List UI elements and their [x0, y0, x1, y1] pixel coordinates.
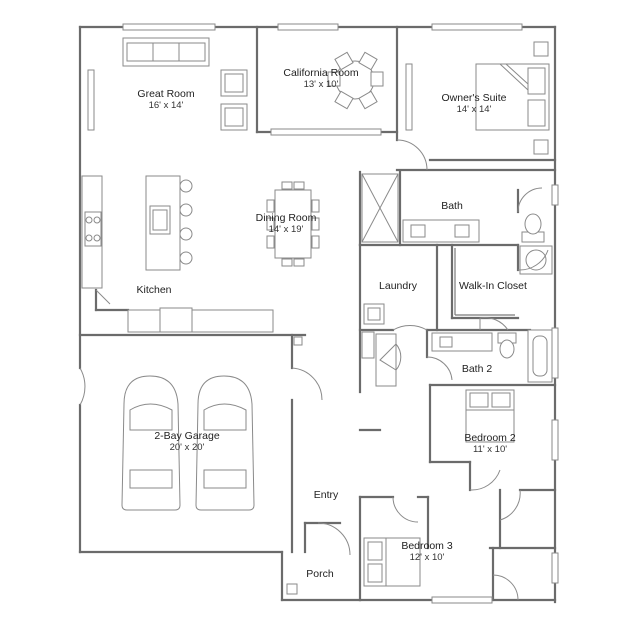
room-name: Great Room: [137, 88, 194, 100]
door-icon: [95, 289, 111, 305]
armchair-icon: [220, 69, 248, 131]
room-bath2-label: Bath 2: [462, 363, 493, 375]
room-name: California Room: [283, 67, 359, 79]
dining-table-icon: [327, 51, 384, 110]
nightstand-icon: [533, 41, 549, 57]
room-bath-label: Bath: [441, 200, 463, 212]
room-great-room: Great Room 16' x 14': [137, 88, 194, 111]
door-icon: [79, 367, 86, 406]
room-size: 20' x 20': [170, 442, 205, 453]
sofa-icon: [122, 37, 210, 67]
room-kitchen-label: Kitchen: [136, 284, 171, 296]
door-icon: [392, 324, 428, 331]
door-icon: [492, 574, 519, 601]
porch-post-icon: [286, 583, 298, 595]
room-size: 16' x 14': [149, 100, 184, 111]
room-name: Bedroom 2: [464, 432, 516, 444]
room-bedroom-3: Bedroom 3 12' x 10': [401, 540, 453, 563]
kitchen-island: [145, 175, 193, 271]
door-icon: [517, 249, 549, 271]
room-size: 14' x 19': [269, 224, 304, 235]
room-size: 14' x 14': [457, 104, 492, 115]
room-size: 11' x 10': [473, 444, 507, 455]
cabinet-icon: [361, 331, 397, 387]
door-icon: [392, 496, 419, 523]
room-california-room: California Room 13' x 10': [283, 67, 359, 90]
door-icon: [396, 139, 428, 171]
room-name: 2-Bay Garage: [154, 430, 220, 442]
room-size: 13' x 10': [304, 79, 339, 90]
room-entry-label: Entry: [314, 489, 339, 501]
washer-icon: [363, 303, 385, 325]
room-owners-suite: Owner's Suite 14' x 14': [441, 92, 506, 115]
room-dining-room: Dining Room 14' x 19': [256, 212, 317, 235]
car-icon: [195, 375, 255, 511]
room-name: Owner's Suite: [441, 92, 506, 104]
door-icon: [517, 187, 543, 213]
kitchen-counter: [81, 175, 274, 333]
bed-icon: [363, 537, 421, 587]
vanity-icon: [431, 332, 493, 352]
car-icon: [121, 375, 181, 511]
bathtub-icon: [527, 329, 553, 383]
door-icon: [317, 522, 351, 556]
nightstand-icon: [533, 139, 549, 155]
room-size: 12' x 10': [410, 552, 445, 563]
door-icon: [499, 489, 521, 521]
windows: [87, 23, 559, 604]
room-bedroom-2: Bedroom 2 11' x 10': [464, 432, 516, 455]
door-icon: [291, 367, 323, 401]
vanity-icon: [402, 219, 480, 243]
shower-icon: [361, 173, 399, 243]
door-icon: [426, 356, 453, 381]
room-walk-in-closet-label: Walk-In Closet: [459, 280, 527, 292]
room-name: Dining Room: [256, 212, 317, 224]
door-icon: [379, 343, 402, 371]
closet-shelves: [454, 248, 515, 316]
room-name: Bedroom 3: [401, 540, 453, 552]
water-heater-icon: [293, 336, 303, 346]
dining-table-icon: [266, 181, 320, 267]
bed-icon: [465, 389, 515, 443]
toilet-icon: [521, 213, 545, 243]
room-garage: 2-Bay Garage 20' x 20': [154, 430, 220, 453]
room-laundry-label: Laundry: [379, 280, 418, 292]
bed-icon: [475, 63, 550, 131]
door-icon: [479, 317, 509, 331]
door-icon: [469, 469, 501, 491]
room-porch-label: Porch: [306, 568, 334, 580]
toilet-icon: [497, 332, 517, 359]
